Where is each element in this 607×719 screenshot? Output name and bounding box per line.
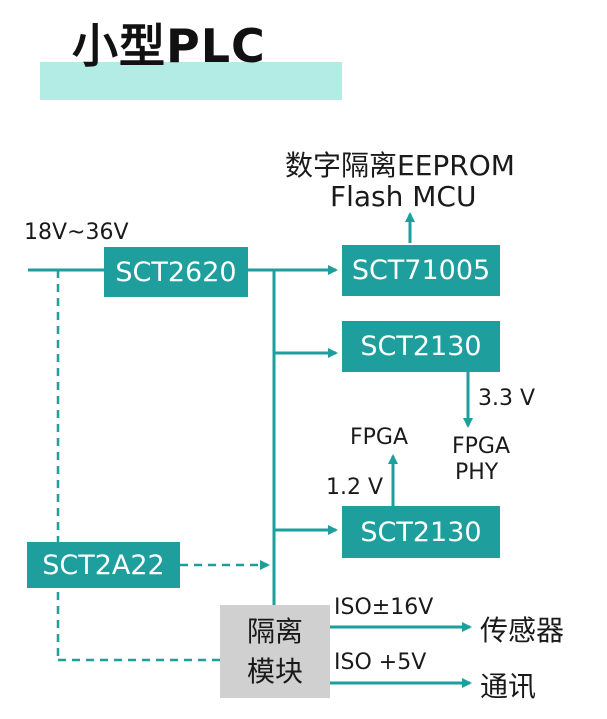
fpga-phy-line2: PHY xyxy=(455,460,499,485)
iso-5v-label: ISO +5V xyxy=(334,650,427,675)
sct2a22-block: SCT2A22 xyxy=(27,542,180,588)
title-highlight-bar xyxy=(40,62,342,100)
sct2620-block: SCT2620 xyxy=(104,247,248,297)
sct2130-top-block: SCT2130 xyxy=(342,321,500,372)
voltage-3v3-label: 3.3 V xyxy=(478,386,536,411)
sct71005-block: SCT71005 xyxy=(342,245,500,296)
sct2130-bottom-block: SCT2130 xyxy=(342,506,500,558)
top-output-line1: 数字隔离EEPROM xyxy=(285,149,515,182)
page-title: 小型PLC xyxy=(72,19,266,73)
fpga-phy-line1: FPGA xyxy=(452,434,511,459)
input-voltage-label: 18V~36V xyxy=(24,220,129,245)
fpga-label: FPGA xyxy=(350,425,409,450)
top-output-line2: Flash MCU xyxy=(330,180,477,213)
iso-16v-label: ISO±16V xyxy=(334,595,434,620)
isolation-module-line2: 模块 xyxy=(246,654,303,688)
comm-label: 通讯 xyxy=(480,670,537,703)
sensor-label: 传感器 xyxy=(480,614,565,647)
isolation-module-block: 隔离 模块 xyxy=(220,605,330,698)
voltage-1v2-label: 1.2 V xyxy=(326,475,384,500)
isolation-module-line1: 隔离 xyxy=(246,614,303,648)
